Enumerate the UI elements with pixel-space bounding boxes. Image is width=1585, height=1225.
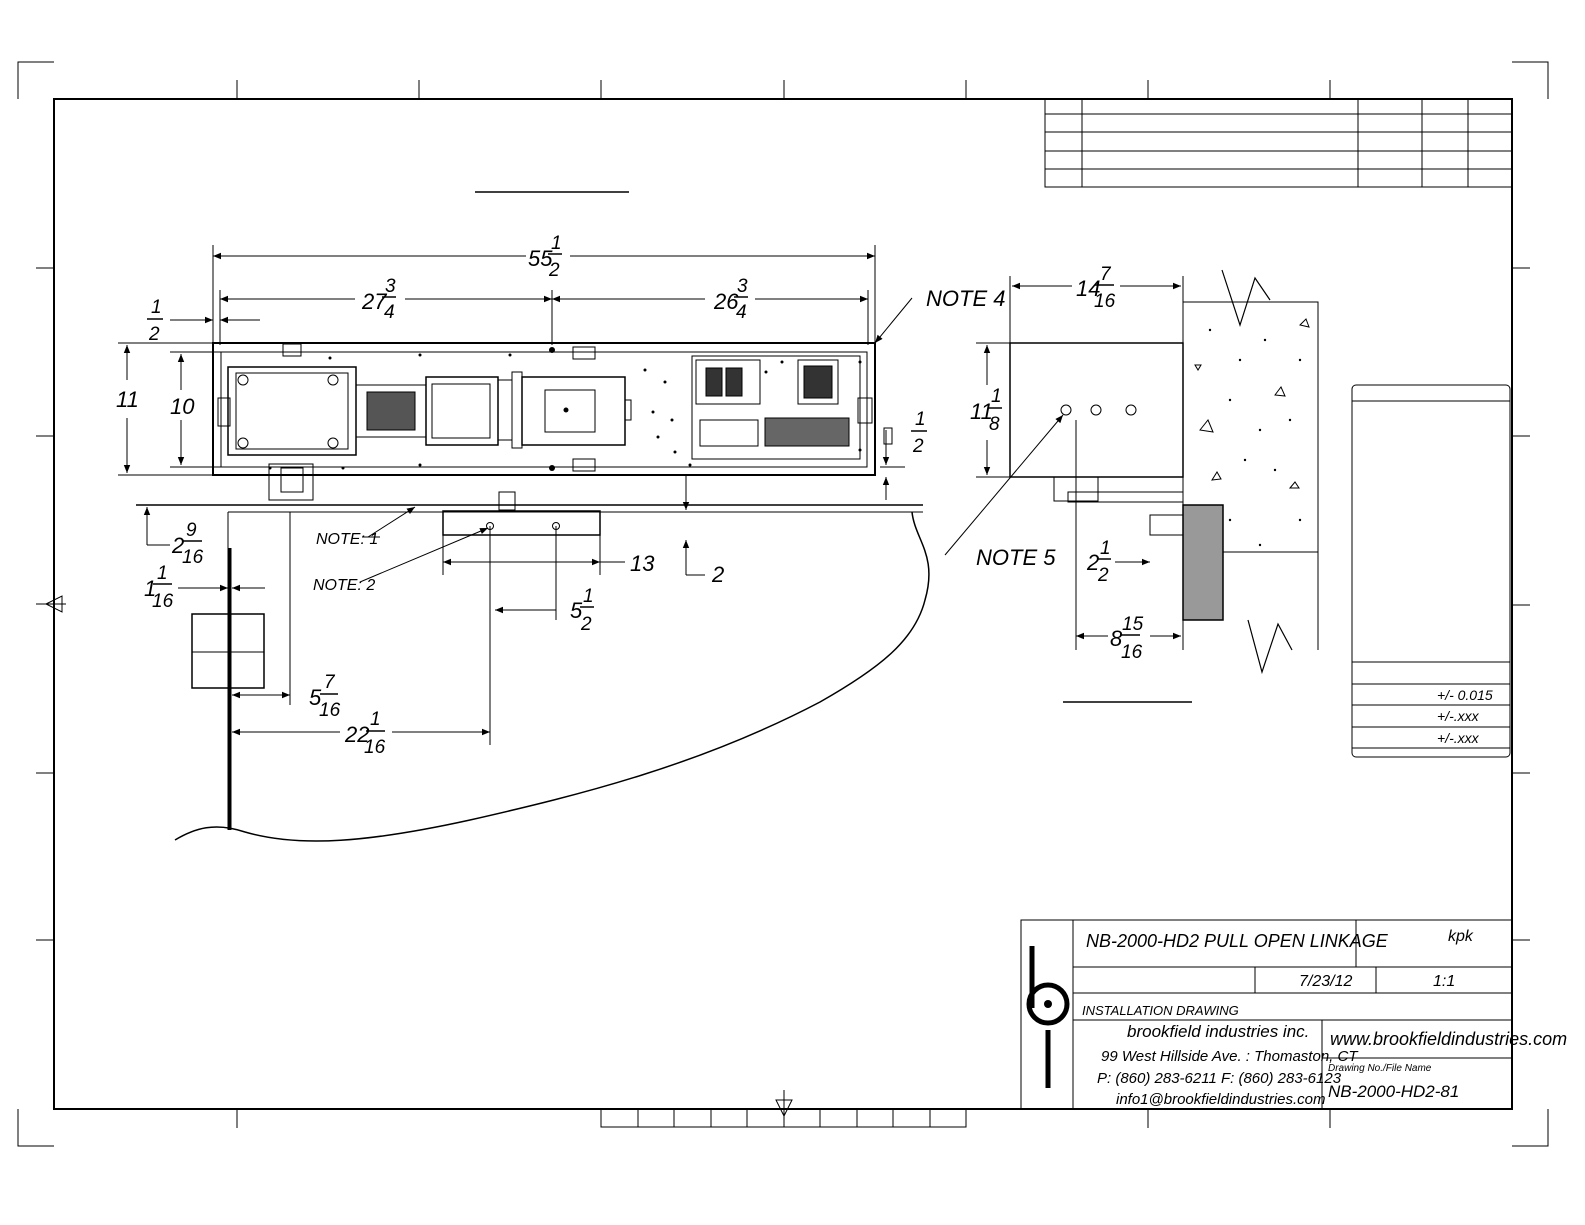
dim-header-gap: 2 9 16: [171, 520, 204, 568]
drawing-date: 7/23/12: [1299, 973, 1352, 990]
svg-text:2: 2: [548, 260, 560, 281]
svg-text:27: 27: [361, 289, 387, 314]
svg-text:1: 1: [144, 576, 156, 601]
svg-text:1: 1: [991, 386, 1002, 407]
company-address: 99 West Hillside Ave. : Thomaston, CT: [1101, 1048, 1359, 1065]
company-email: info1@brookfieldindustries.com: [1116, 1091, 1326, 1108]
svg-text:1: 1: [551, 233, 562, 254]
svg-text:3: 3: [385, 276, 396, 297]
dim-arm-drop: 2: [711, 562, 724, 587]
svg-text:4: 4: [736, 302, 747, 323]
drawing-type: INSTALLATION DRAWING: [1082, 1003, 1239, 1018]
svg-text:16: 16: [319, 700, 341, 721]
svg-text:2: 2: [148, 324, 160, 345]
svg-text:1: 1: [151, 297, 162, 318]
dim-right-offset: 1 2: [911, 409, 927, 457]
svg-text:14: 14: [1076, 276, 1100, 301]
svg-text:15: 15: [1122, 614, 1144, 635]
tolerance-row-1: +/- 0.015: [1437, 687, 1493, 703]
dim-left-section: 27 3 4: [361, 276, 396, 323]
svg-text:16: 16: [182, 547, 204, 568]
tolerance-block: [1351, 384, 1511, 758]
dim-side-hole-offset: 2 1 2: [1086, 538, 1111, 586]
note-2-label: NOTE: 2: [313, 577, 375, 594]
svg-text:1: 1: [1100, 538, 1111, 559]
company-website: www.brookfieldindustries.com: [1330, 1029, 1567, 1049]
svg-text:16: 16: [364, 737, 386, 758]
svg-text:16: 16: [152, 591, 174, 612]
svg-text:9: 9: [186, 520, 197, 541]
svg-text:11: 11: [970, 399, 993, 424]
svg-text:8: 8: [989, 414, 1000, 435]
svg-text:1: 1: [915, 409, 926, 430]
note-5-label: NOTE 5: [976, 545, 1056, 570]
svg-text:22: 22: [344, 722, 369, 747]
svg-text:8: 8: [1110, 626, 1123, 651]
dim-overall-length: 55 1 2: [528, 233, 562, 281]
note-1-label: NOTE: 1: [316, 531, 378, 548]
dim-hinge-offset: 5 7 16: [309, 672, 341, 721]
break-line: [174, 511, 930, 842]
svg-text:16: 16: [1094, 291, 1116, 312]
company-logo: [1026, 946, 1070, 1088]
svg-text:1: 1: [583, 586, 594, 607]
note-4-label: NOTE 4: [926, 286, 1005, 311]
svg-text:2: 2: [580, 614, 592, 635]
svg-text:5: 5: [570, 598, 583, 623]
company-phone-fax: P: (860) 283-6211 F: (860) 283-6123: [1097, 1070, 1342, 1087]
svg-text:7: 7: [1100, 264, 1112, 285]
plan-dimension-lines: [118, 245, 913, 745]
dim-side-height: 11 1 8: [970, 386, 1002, 435]
sheet-frame: [17, 61, 1549, 1147]
svg-text:7: 7: [324, 672, 336, 693]
svg-text:2: 2: [171, 533, 184, 558]
svg-text:1: 1: [370, 709, 381, 730]
tolerance-row-3: +/-.xxx: [1437, 730, 1480, 746]
dim-outer-height: 11: [116, 387, 139, 412]
revision-block: [1044, 98, 1513, 188]
dim-door-offset: 1 1 16: [144, 563, 174, 612]
svg-text:55: 55: [528, 246, 553, 271]
operator-housing: [212, 342, 893, 501]
file-name: NB-2000-HD2-81: [1328, 1082, 1459, 1101]
side-view: [1009, 269, 1319, 675]
title-block: [1020, 919, 1513, 1110]
dim-inner-height: 10: [170, 394, 195, 419]
dim-pivot-distance: 22 1 16: [344, 709, 386, 758]
svg-text:2: 2: [912, 436, 924, 457]
svg-text:26: 26: [713, 289, 739, 314]
tolerance-row-2: +/-.xxx: [1437, 708, 1480, 724]
dim-side-width: 14 7 16: [1076, 264, 1116, 312]
file-name-label: Drawing No./File Name: [1328, 1063, 1432, 1074]
svg-text:2: 2: [1086, 550, 1099, 575]
dim-arm-length: 13: [630, 551, 655, 576]
svg-text:16: 16: [1121, 642, 1143, 663]
svg-text:3: 3: [737, 276, 748, 297]
drawing-title: NB-2000-HD2 PULL OPEN LINKAGE: [1086, 931, 1389, 951]
drawing-scale: 1:1: [1433, 973, 1455, 990]
svg-text:5: 5: [309, 685, 322, 710]
drawn-by: kpk: [1448, 928, 1474, 945]
dim-pivot-spacing: 5 1 2: [570, 586, 594, 635]
svg-text:4: 4: [384, 302, 395, 323]
dim-side-depth: 8 15 16: [1110, 614, 1144, 663]
dim-left-offset: 1 2: [147, 297, 163, 345]
company-name: brookfield industries inc.: [1127, 1022, 1309, 1041]
header-and-arm: [136, 491, 923, 830]
side-dimension-lines: [944, 276, 1184, 650]
svg-text:2: 2: [1097, 565, 1109, 586]
svg-text:1: 1: [157, 563, 168, 584]
dim-right-section: 26 3 4: [713, 276, 748, 323]
